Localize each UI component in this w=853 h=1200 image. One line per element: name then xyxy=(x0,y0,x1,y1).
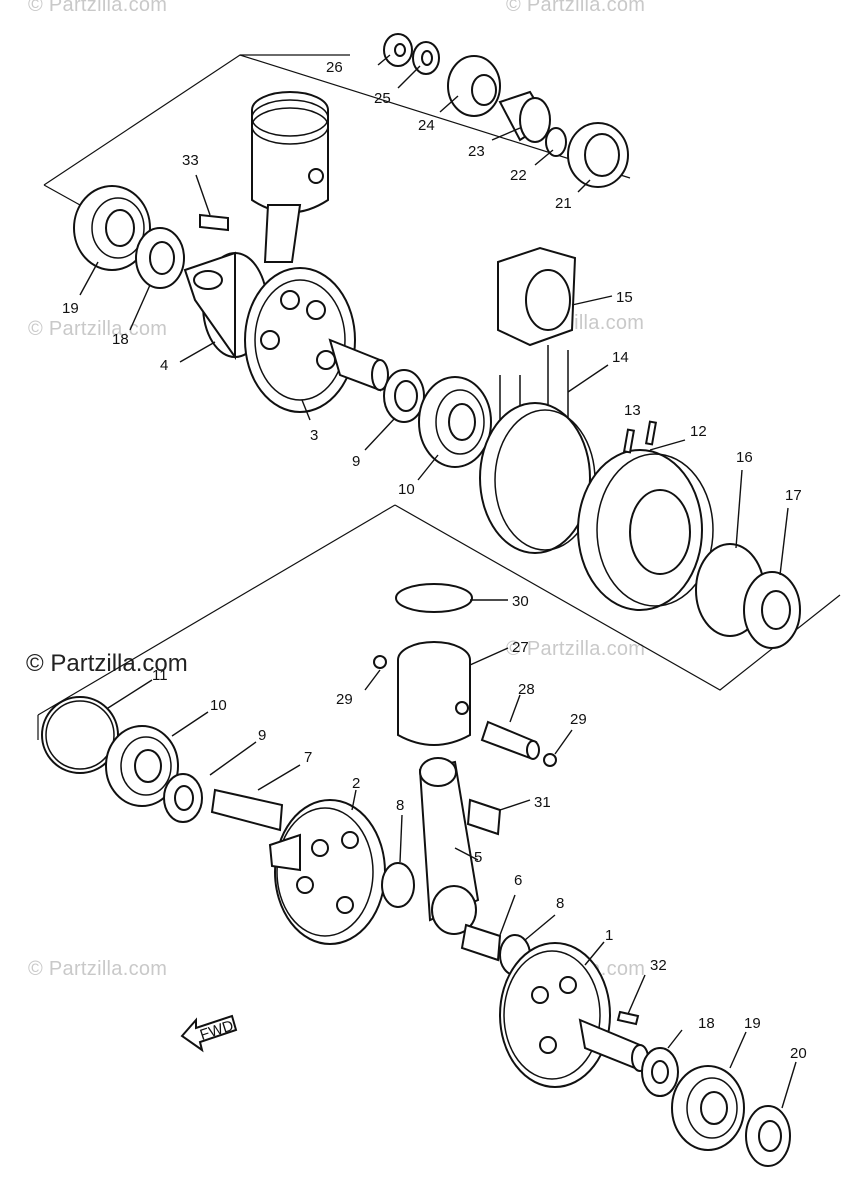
callout-22: 22 xyxy=(510,167,527,184)
callout-26: 26 xyxy=(326,59,343,76)
callout-30: 30 xyxy=(512,593,529,610)
callout-15: 15 xyxy=(616,289,633,306)
part-7 xyxy=(210,788,284,832)
upper-crank-right-half xyxy=(244,267,389,413)
lower-crank-left-half xyxy=(268,799,386,945)
upper-bearing-10 xyxy=(418,376,492,468)
callout-10-lower: 10 xyxy=(210,697,227,714)
callout-3: 3 xyxy=(310,427,318,444)
upper-crank-left-half xyxy=(183,251,268,361)
part-32 xyxy=(616,1010,640,1026)
callout-20: 20 xyxy=(790,1045,807,1062)
callout-29-right: 29 xyxy=(570,711,587,728)
callout-14: 14 xyxy=(612,349,629,366)
callout-19-lower: 19 xyxy=(744,1015,761,1032)
callout-8-right: 8 xyxy=(556,895,564,912)
callout-17: 17 xyxy=(785,487,802,504)
conrod-group xyxy=(381,757,531,976)
part-29a xyxy=(373,655,387,669)
callout-1: 1 xyxy=(605,927,613,944)
upper-washer-18 xyxy=(135,227,185,289)
upper-piston xyxy=(251,91,329,263)
lower-piston-group xyxy=(373,583,557,767)
callout-8-left: 8 xyxy=(396,797,404,814)
callout-27: 27 xyxy=(512,639,529,656)
fwd-arrow: FWD xyxy=(180,1014,238,1053)
callout-23: 23 xyxy=(468,143,485,160)
part-30 xyxy=(395,583,473,613)
callout-4: 4 xyxy=(160,357,168,374)
callout-25: 25 xyxy=(374,90,391,107)
callout-33: 33 xyxy=(182,152,199,169)
part-22 xyxy=(545,127,567,157)
callout-29-left: 29 xyxy=(336,691,353,708)
part-2 xyxy=(274,799,386,945)
fwd-label: FWD xyxy=(198,1017,236,1044)
watermark-lower-left: © Partzilla.com xyxy=(28,958,168,980)
callout-6: 6 xyxy=(514,872,522,889)
callout-7: 7 xyxy=(304,749,312,766)
upper-washer-9 xyxy=(383,369,425,423)
part-6 xyxy=(460,923,502,962)
part-31 xyxy=(466,798,502,836)
leader-lines xyxy=(79,54,797,1109)
watermark-main: © Partzilla.com xyxy=(26,650,188,677)
part-13b xyxy=(644,420,658,446)
watermark-center-right: © Partzilla.com xyxy=(506,638,646,660)
callout-21: 21 xyxy=(555,195,572,212)
callout-16: 16 xyxy=(736,449,753,466)
cylinder-assembly xyxy=(479,246,801,649)
key-33 xyxy=(199,213,229,232)
callout-32: 32 xyxy=(650,957,667,974)
callout-24: 24 xyxy=(418,117,435,134)
callout-labels: 26 25 24 23 22 21 33 19 18 4 3 9 10 15 1… xyxy=(62,59,807,1062)
gear-stack xyxy=(383,33,629,188)
callout-18-upper: 18 xyxy=(112,331,129,348)
callout-10-upper: 10 xyxy=(398,481,415,498)
part-13a xyxy=(622,428,636,454)
bottom-assembly-frame xyxy=(37,504,396,740)
watermark-top-left: © Partzilla.com xyxy=(28,0,168,16)
callout-13: 13 xyxy=(624,402,641,419)
callout-9-upper: 9 xyxy=(352,453,360,470)
callout-2: 2 xyxy=(352,775,360,792)
lower-crank-right-group xyxy=(499,942,791,1167)
part-1 xyxy=(499,942,611,1088)
callout-9-lower: 9 xyxy=(258,727,266,744)
callout-19-upper: 19 xyxy=(62,300,79,317)
callout-5: 5 xyxy=(474,849,482,866)
part-11-ring xyxy=(479,402,591,554)
upper-bearing-19 xyxy=(73,185,151,271)
callout-28: 28 xyxy=(518,681,535,698)
watermark-top-right: © Partzilla.com xyxy=(506,0,646,16)
lower-left-group xyxy=(41,696,284,832)
part-8a xyxy=(381,862,415,908)
callout-18-lower: 18 xyxy=(698,1015,715,1032)
part-29b xyxy=(543,753,557,767)
callout-12: 12 xyxy=(690,423,707,440)
callout-31: 31 xyxy=(534,794,551,811)
callout-11: 11 xyxy=(152,667,168,684)
